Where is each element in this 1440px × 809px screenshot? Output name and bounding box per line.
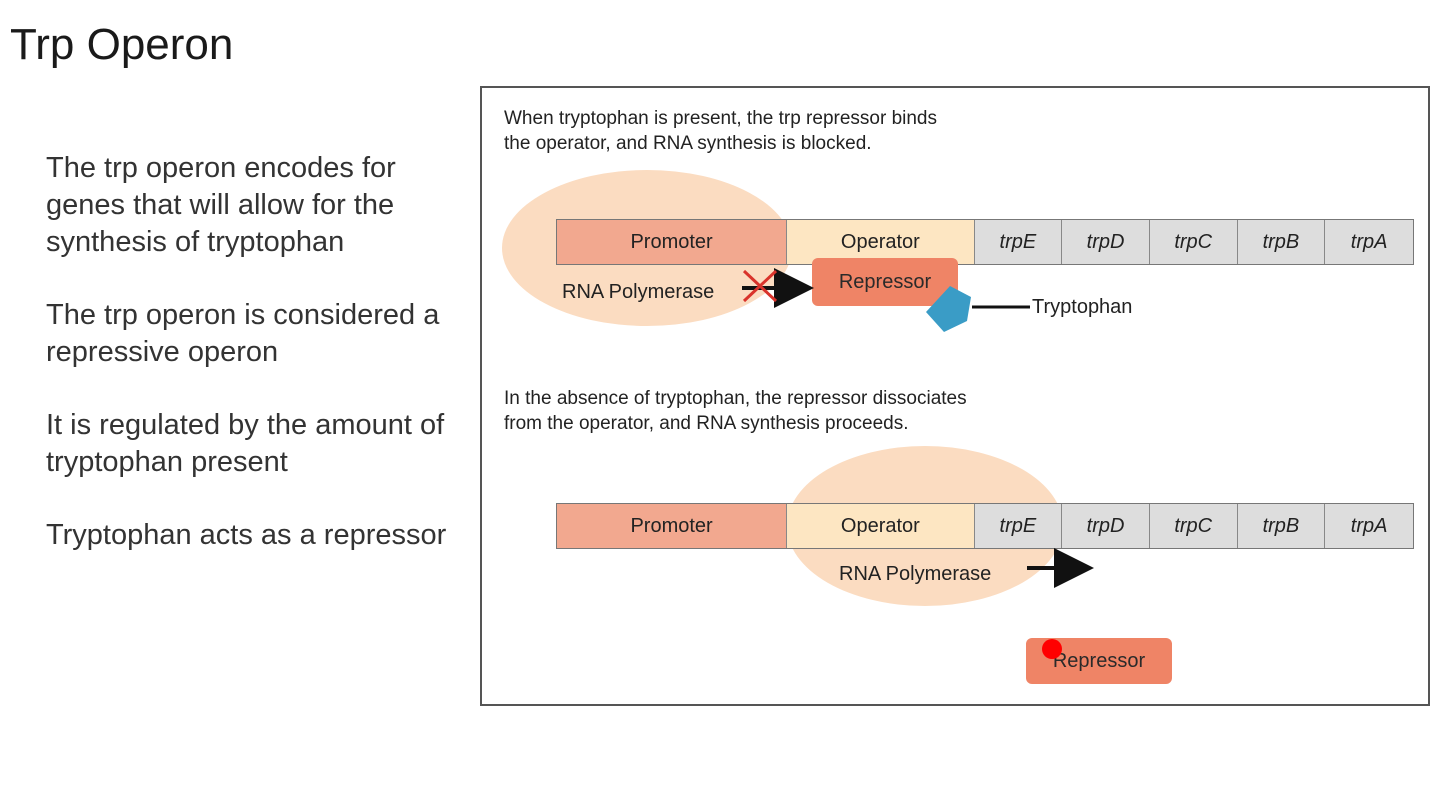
top-gene-bar: Promoter Operator trpE trpD trpC trpB tr… — [556, 219, 1414, 265]
gene-segment-trpA: trpA — [1325, 504, 1413, 548]
bullet-item: Tryptophan acts as a repressor — [46, 519, 447, 551]
diagram-graphics — [742, 268, 1094, 659]
top-repressor: Repressor — [812, 258, 958, 306]
gene-segment-trpB: trpB — [1237, 220, 1326, 264]
bullet-item: The trp operon encodes for genes that wi… — [46, 152, 396, 258]
gene-segment-trpE: trpE — [974, 220, 1063, 264]
blocked-x-icon — [742, 269, 778, 303]
gene-segment-trpE: trpE — [974, 504, 1063, 548]
gene-segment-trpC: trpC — [1149, 220, 1238, 264]
bottom-caption-line: In the absence of tryptophan, the repres… — [504, 388, 967, 409]
gene-segment-trpC: trpC — [1149, 504, 1238, 548]
gene-segment-trpA: trpA — [1325, 220, 1413, 264]
promoter-segment: Promoter — [557, 504, 788, 548]
bullet-item: The trp operon is considered a repressiv… — [46, 299, 440, 368]
top-caption: When tryptophan is present, the trp repr… — [504, 106, 937, 156]
gene-segment-trpD: trpD — [1062, 220, 1150, 264]
operon-diagram: When tryptophan is present, the trp repr… — [480, 86, 1430, 706]
tryptophan-pentagon-icon — [926, 286, 971, 332]
bullet-item: It is regulated by the amount of tryptop… — [46, 409, 445, 478]
top-caption-line: When tryptophan is present, the trp repr… — [504, 108, 938, 129]
top-polymerase-label: RNA Polymerase — [562, 281, 715, 303]
tryptophan-label: Tryptophan — [1032, 296, 1133, 318]
bottom-gene-bar: Promoter Operator trpE trpD trpC trpB tr… — [556, 503, 1414, 549]
bottom-caption-line: from the operator, and RNA synthesis pro… — [504, 413, 909, 434]
bottom-polymerase-label: RNA Polymerase — [839, 563, 992, 585]
bullet-list: The trp operon encodes for genes that wi… — [46, 150, 471, 590]
slide-title: Trp Operon — [10, 20, 234, 69]
gene-segment-trpD: trpD — [1062, 504, 1150, 548]
promoter-segment: Promoter — [557, 220, 788, 264]
bottom-caption: In the absence of tryptophan, the repres… — [504, 386, 967, 436]
top-caption-line: the operator, and RNA synthesis is block… — [504, 133, 872, 154]
pointer-dot-icon — [1042, 639, 1062, 659]
operator-segment: Operator — [787, 220, 975, 264]
gene-segment-trpB: trpB — [1237, 504, 1326, 548]
operator-segment: Operator — [787, 504, 975, 548]
